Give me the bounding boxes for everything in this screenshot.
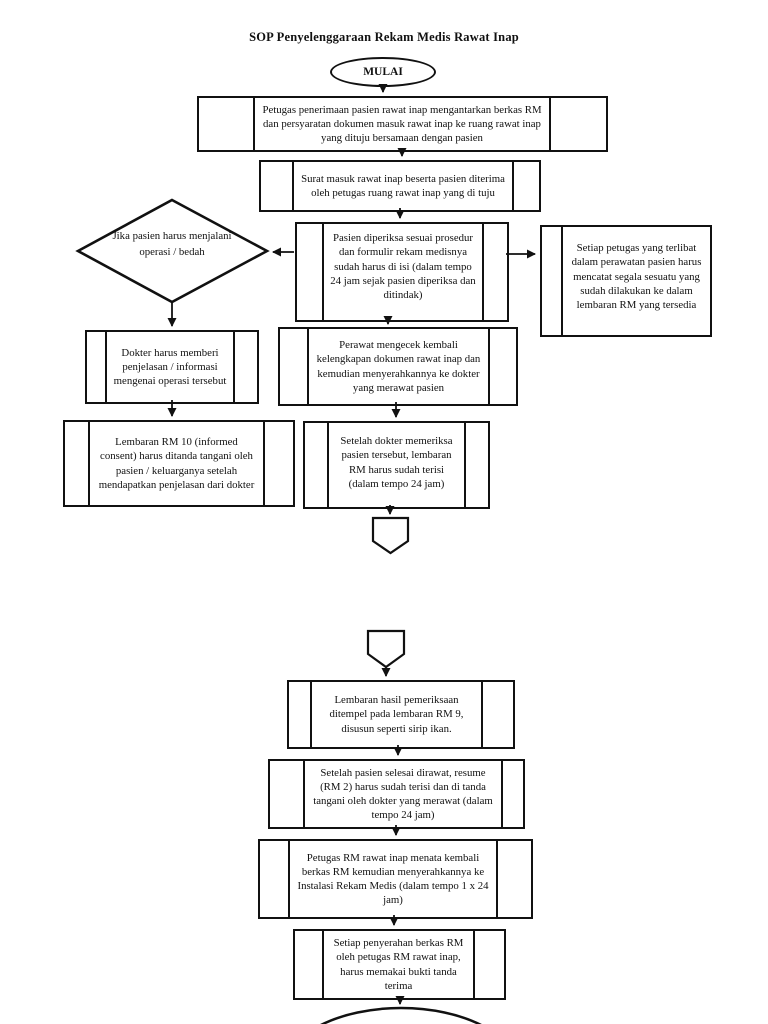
process-text: Setelah dokter memeriksa pasien tersebut… [340,435,453,490]
process-text: Dokter harus memberi penjelasan / inform… [113,346,227,388]
process-box-dokter-penjelasan: Dokter harus memberi penjelasan / inform… [85,330,259,404]
process-box-petugas-mencatat: Setiap petugas yang terlibat dalam peraw… [540,225,712,337]
side-cell [233,332,257,402]
side-cell [501,761,523,827]
process-box-surat-masuk: Surat masuk rawat inap beserta pasien di… [259,160,541,212]
offpage-connector-out [371,516,410,555]
side-cell [263,422,293,505]
process-text: Pasien diperiksa sesuai prosedur dan for… [330,232,476,301]
side-cell [280,329,309,404]
side-cell [542,227,563,335]
process-text: Setelah pasien selesai dirawat, resume (… [313,766,493,822]
process-text: Perawat mengecek kembali kelengkapan dok… [316,339,481,394]
side-cell [496,841,531,917]
start-terminator: MULAI [330,57,436,87]
start-label: MULAI [363,66,403,78]
side-cell [289,682,312,747]
process-box-lembaran-terisi: Setelah dokter memeriksa pasien tersebut… [303,421,490,509]
side-cell [295,931,324,998]
process-text: Setiap petugas yang terlibat dalam peraw… [571,242,702,311]
process-text: Lembaran hasil pemeriksaan ditempel pada… [329,694,464,735]
process-text: Surat masuk rawat inap beserta pasien di… [301,172,505,199]
side-cell [305,423,329,507]
decision-text: Jika pasien harus menjalani operasi / be… [112,230,232,258]
process-text: Setiap penyerahan berkas RM oleh petugas… [333,937,464,992]
end-terminator [320,1006,482,1024]
side-cell [261,162,294,210]
process-box-perawat-mengecek: Perawat mengecek kembali kelengkapan dok… [278,327,518,406]
process-box-resume-terisi: Setelah pasien selesai dirawat, resume (… [268,759,525,829]
process-text: Lembaran RM 10 (informed consent) harus … [98,436,255,491]
side-cell [297,224,324,320]
side-cell [512,162,539,210]
side-cell [481,682,513,747]
process-box-antar-berkas: Petugas penerimaan pasien rawat inap men… [197,96,608,152]
process-box-menata-berkas: Petugas RM rawat inap menata kembali ber… [258,839,533,919]
side-cell [199,98,255,150]
side-cell [65,422,90,505]
process-box-informed-consent: Lembaran RM 10 (informed consent) harus … [63,420,295,507]
page-title: SOP Penyelenggaraan Rekam Medis Rawat In… [249,30,519,44]
side-cell [270,761,305,827]
process-text: Petugas RM rawat inap menata kembali ber… [297,851,489,907]
process-box-bukti-tanda-terima: Setiap penyerahan berkas RM oleh petugas… [293,929,506,1000]
process-box-hasil-ditempel: Lembaran hasil pemeriksaan ditempel pada… [287,680,515,749]
side-cell [464,423,488,507]
offpage-connector-in [366,629,406,669]
process-text: Petugas penerimaan pasien rawat inap men… [262,103,542,145]
side-cell [260,841,290,917]
side-cell [549,98,606,150]
side-cell [473,931,504,998]
side-cell [482,224,507,320]
side-cell [87,332,107,402]
side-cell [488,329,516,404]
process-box-pasien-diperiksa: Pasien diperiksa sesuai prosedur dan for… [295,222,509,322]
